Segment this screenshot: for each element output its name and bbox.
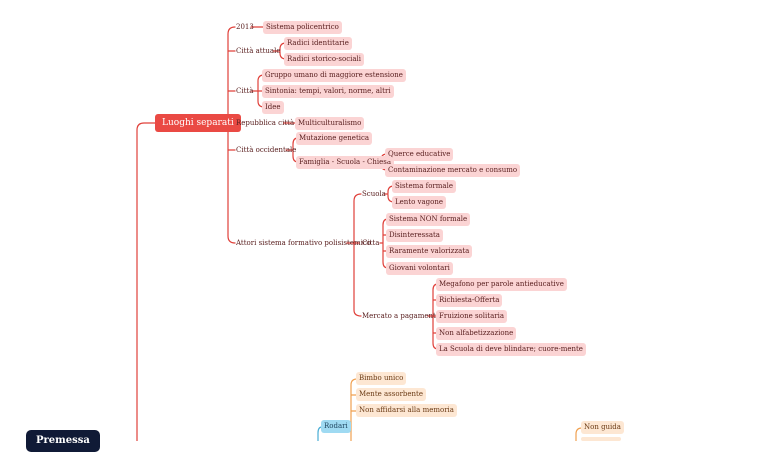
link-mercato-children [427, 283, 439, 350]
node-sistema-policentrico[interactable]: Sistema policentrico [263, 21, 342, 34]
node-non-affidarsi[interactable]: Non affidarsi alla memoria [356, 404, 457, 417]
link-root-main [136, 122, 156, 441]
node-non-alfabetizzazione[interactable]: Non alfabetizzazione [436, 327, 517, 340]
node-mercato-pagamento[interactable]: Mercato a pagamento [362, 312, 441, 320]
mind-map-connectors [136, 26, 583, 441]
node-giovani-volontari[interactable]: Giovani volontari [386, 262, 453, 275]
node-multiculturalismo[interactable]: Multiculturalismo [295, 117, 365, 130]
node-citta-attori[interactable]: Citta [362, 239, 380, 247]
link-citta2-children [379, 218, 389, 269]
node-fruizione-solitaria[interactable]: Fruizione solitaria [436, 310, 507, 323]
node-bimbo-unico[interactable]: Bimbo unico [356, 372, 407, 385]
node-raramente-valorizzata[interactable]: Raramente valorizzata [386, 245, 473, 258]
node-querce-educative[interactable]: Querce educative [385, 148, 454, 161]
link-right [575, 427, 583, 441]
node-richiesta-offerta[interactable]: Richiesta-Offerta [436, 294, 503, 307]
node-partial-below [581, 437, 621, 441]
node-famiglia-scuola-chiesa[interactable]: Famiglia - Scuola - Chiesa [296, 156, 395, 169]
node-idee[interactable]: Idee [262, 101, 284, 114]
node-contaminazione[interactable]: Contaminazione mercato e consumo [385, 164, 521, 177]
node-lento-vagone[interactable]: Lento vagone [392, 196, 447, 209]
spine-level1 [227, 26, 236, 244]
node-sintonia[interactable]: Sintonia: tempi, valori, norme, altri [262, 85, 394, 98]
node-mutazione-genetica[interactable]: Mutazione genetica [296, 132, 373, 145]
node-citta-occidentale[interactable]: Città occidentale [236, 146, 297, 154]
link-citta-children [250, 74, 265, 108]
node-sistema-non-formale[interactable]: Sistema NON formale [386, 213, 471, 226]
node-radici-identitarie[interactable]: Radici identitarie [284, 37, 352, 50]
node-mente-assorbente[interactable]: Mente assorbente [356, 388, 427, 401]
node-attori-sistema[interactable]: Attori sistema formativo polisistemico [236, 239, 371, 247]
node-gruppo-umano[interactable]: Gruppo umano di maggiore estensione [262, 69, 406, 82]
main-node-luoghi-separati[interactable]: Luoghi separati [155, 114, 241, 132]
node-sistema-formale[interactable]: Sistema formale [392, 180, 456, 193]
node-citta[interactable]: Città [236, 87, 254, 95]
node-disinteressata[interactable]: Disinteressata [386, 229, 443, 242]
root-node[interactable]: Premessa [26, 430, 100, 452]
node-scuola[interactable]: Scuola [362, 190, 386, 198]
node-rodari[interactable]: Rodari [321, 420, 351, 433]
node-scuola-blindare[interactable]: La Scuola di deve blindare; cuore-mente [436, 343, 586, 356]
node-non-guida[interactable]: Non guida [581, 421, 624, 434]
node-2013[interactable]: 2013 [236, 23, 254, 31]
node-radici-storico-sociali[interactable]: Radici storico-sociali [284, 53, 365, 66]
node-megafono[interactable]: Megafono per parole antieducative [436, 278, 567, 291]
node-repubblica-citta[interactable]: Repubblica città [236, 119, 295, 127]
node-citta-attuale[interactable]: Città attuale [236, 47, 281, 55]
spine-attori [353, 193, 362, 317]
